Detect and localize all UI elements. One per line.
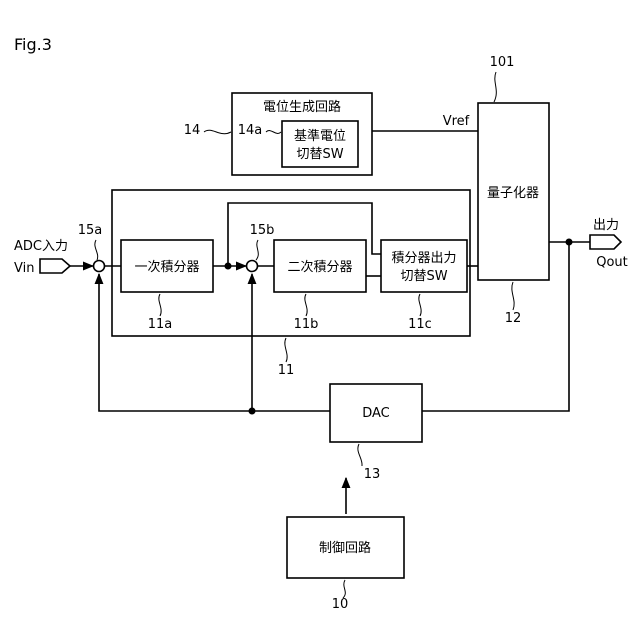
output-terminal: [590, 235, 621, 249]
figure-label: Fig.3: [14, 35, 52, 54]
int-out-switch-block: [381, 240, 467, 292]
ref-11a: 11a: [148, 317, 173, 332]
ref-switch-label-1: 基準電位: [294, 128, 346, 144]
junction-dac-feedback: [249, 408, 256, 415]
qout-label: Qout: [596, 255, 628, 270]
lead-11c: [419, 294, 421, 316]
ref-14: 14: [184, 123, 201, 138]
first-integrator-label: 一次積分器: [134, 259, 199, 275]
ref-11: 11: [278, 363, 295, 378]
adc-input-label: ADC入力: [14, 239, 68, 254]
summing-node-15b: [247, 261, 258, 272]
ref-11c: 11c: [408, 317, 432, 332]
output-label: 出力: [593, 218, 619, 233]
lead-15a: [95, 240, 98, 260]
dac-feedback-wire: [99, 274, 330, 411]
vref-label: Vref: [443, 114, 470, 129]
ref-13: 13: [364, 467, 381, 482]
lead-14a: [266, 131, 281, 134]
lead-14: [204, 130, 231, 133]
second-integrator-label: 二次積分器: [287, 259, 352, 275]
ref-12: 12: [505, 311, 522, 326]
quantizer-label: 量子化器: [487, 186, 539, 201]
ref-15b: 15b: [250, 223, 275, 238]
control-label: 制御回路: [319, 540, 371, 556]
lead-15b: [256, 240, 258, 260]
ref-11b: 11b: [294, 317, 319, 332]
lead-101: [494, 72, 496, 102]
summing-node-15a: [94, 261, 105, 272]
lead-13: [358, 444, 362, 466]
ref-101: 101: [490, 55, 515, 70]
lead-11b: [305, 294, 307, 316]
int-out-switch-label-2: 切替SW: [400, 269, 447, 284]
potential-gen-label: 電位生成回路: [263, 99, 341, 115]
vin-label: Vin: [14, 261, 34, 276]
input-terminal: [40, 259, 70, 273]
lead-12: [512, 282, 514, 310]
ref-15a: 15a: [78, 223, 103, 238]
int-out-switch-label-1: 積分器出力: [391, 251, 456, 266]
lead-10: [343, 580, 345, 598]
lead-11: [285, 338, 287, 362]
ref-10: 10: [332, 597, 349, 612]
lead-11a: [159, 294, 161, 316]
dac-label: DAC: [362, 406, 390, 421]
ref-switch-label-2: 切替SW: [296, 147, 343, 162]
ref-14a: 14a: [238, 123, 263, 138]
